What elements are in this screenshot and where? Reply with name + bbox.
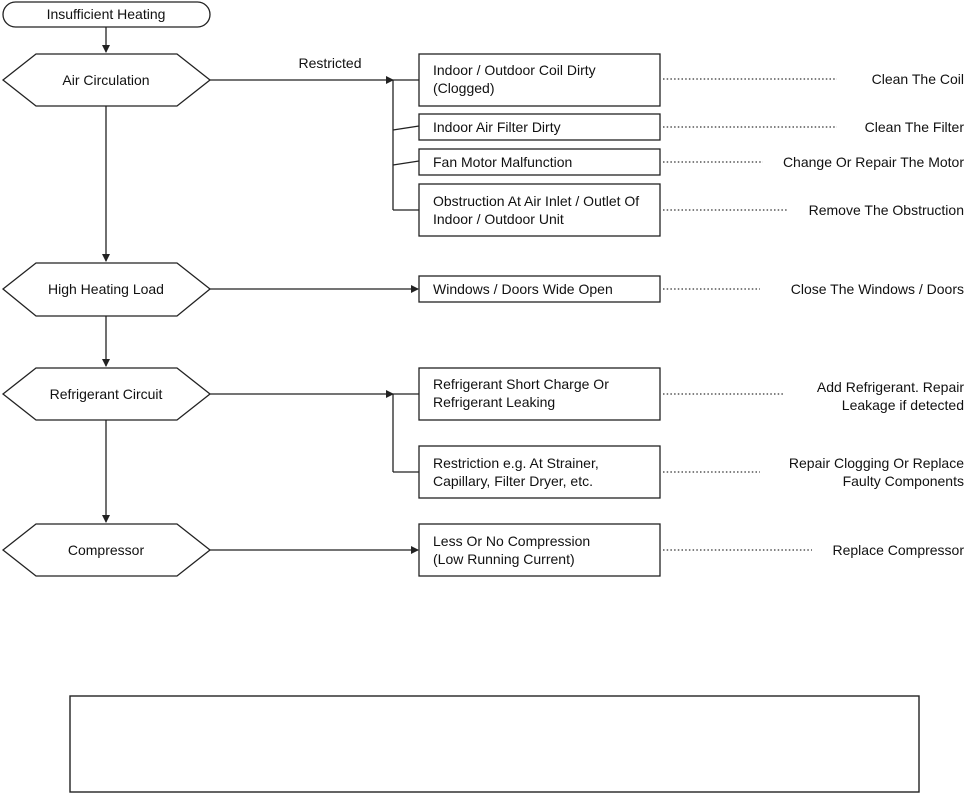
remedy-coil: Clean The Coil	[872, 71, 964, 87]
check-filter-line1: Indoor Air Filter Dirty	[433, 119, 561, 135]
check-box-coil-dirty: Indoor / Outdoor Coil Dirty (Clogged)	[418, 53, 661, 107]
remedy-obstruction: Remove The Obstruction	[809, 202, 964, 218]
check-coil-line2: (Clogged)	[433, 80, 494, 96]
check-compression-line2: (Low Running Current)	[433, 551, 575, 567]
remedy-leaders	[663, 78, 837, 551]
check-obstruction-line1: Obstruction At Air Inlet / Outlet Of	[433, 193, 639, 209]
start-node: Insufficient Heating	[2, 1, 211, 28]
remedy-fan: Change Or Repair The Motor	[783, 154, 964, 170]
remedy-short-charge-line1: Add Refrigerant. Repair	[817, 379, 964, 395]
check-box-refrigerant-short: Refrigerant Short Charge Or Refrigerant …	[418, 367, 661, 421]
start-node-label: Insufficient Heating	[47, 6, 166, 22]
cause-node-high-heating-load: High Heating Load	[1, 262, 212, 317]
restricted-label: Restricted	[298, 55, 361, 71]
remedy-filter-line1: Clean The Filter	[865, 119, 965, 135]
remedy-windows: Close The Windows / Doors	[791, 281, 964, 297]
air-circulation-connectors: Restricted	[210, 55, 420, 211]
remedy-fan-line1: Change Or Repair The Motor	[783, 154, 964, 170]
check-obstruction-line2: Indoor / Outdoor Unit	[433, 211, 564, 227]
check-short-charge-line2: Refrigerant Leaking	[433, 394, 555, 410]
check-coil-line1: Indoor / Outdoor Coil Dirty	[433, 62, 596, 78]
cause-label-refrigerant-circuit: Refrigerant Circuit	[50, 386, 163, 402]
check-box-restriction: Restriction e.g. At Strainer, Capillary,…	[418, 445, 661, 499]
remedy-restriction-line1: Repair Clogging Or Replace	[789, 455, 964, 471]
check-box-fan-motor: Fan Motor Malfunction	[418, 148, 661, 176]
remedy-obstruction-line1: Remove The Obstruction	[809, 202, 964, 218]
cause-node-air-circulation: Air Circulation	[1, 53, 212, 107]
check-box-filter-dirty: Indoor Air Filter Dirty	[418, 113, 661, 141]
remedy-restriction: Repair Clogging Or Replace Faulty Compon…	[789, 455, 964, 489]
check-fan-line1: Fan Motor Malfunction	[433, 154, 572, 170]
remedy-restriction-line2: Faulty Components	[843, 473, 964, 489]
remedy-short-charge: Add Refrigerant. Repair Leakage if detec…	[817, 379, 964, 413]
cause-node-compressor: Compressor	[1, 523, 212, 577]
remedy-compression: Replace Compressor	[833, 542, 965, 558]
cause-label-high-heating-load: High Heating Load	[48, 281, 164, 297]
check-box-obstruction: Obstruction At Air Inlet / Outlet Of Ind…	[418, 183, 661, 237]
check-restriction-line1: Restriction e.g. At Strainer,	[433, 455, 599, 471]
cause-label-compressor: Compressor	[68, 542, 145, 558]
remedy-short-charge-line2: Leakage if detected	[842, 397, 964, 413]
remedy-coil-line1: Clean The Coil	[872, 71, 964, 87]
cause-node-refrigerant-circuit: Refrigerant Circuit	[1, 367, 212, 421]
refrigerant-connectors	[210, 390, 419, 473]
check-short-charge-line1: Refrigerant Short Charge Or	[433, 376, 609, 392]
empty-note-box	[69, 695, 920, 793]
remedy-compression-line1: Replace Compressor	[833, 542, 965, 558]
remedy-filter: Clean The Filter	[865, 119, 965, 135]
cause-label-air-circulation: Air Circulation	[62, 72, 149, 88]
check-restriction-line2: Capillary, Filter Dryer, etc.	[433, 473, 593, 489]
check-windows-line1: Windows / Doors Wide Open	[433, 281, 613, 297]
check-box-windows-open: Windows / Doors Wide Open	[418, 275, 661, 303]
remedy-windows-line1: Close The Windows / Doors	[791, 281, 964, 297]
check-box-compression: Less Or No Compression (Low Running Curr…	[418, 523, 661, 577]
check-compression-line1: Less Or No Compression	[433, 533, 590, 549]
